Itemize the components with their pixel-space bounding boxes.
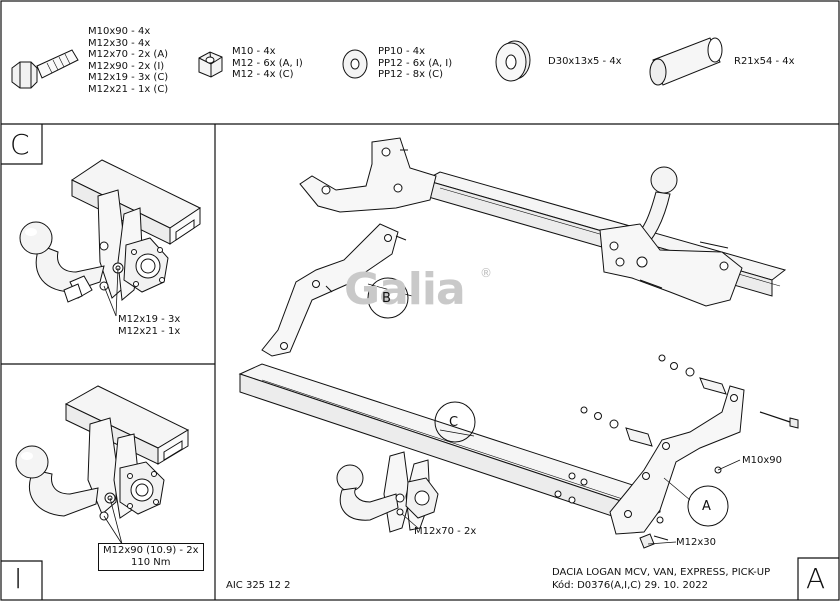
panel-c-label: M12x19 - 3x (118, 314, 181, 325)
washer-item: PP10 - 4x (378, 46, 426, 57)
bolt-icon (11, 49, 79, 89)
washer-item: PP12 - 6x (A, I) (378, 57, 453, 69)
bolt-list: M10x90 - 4x M12x30 - 4x M12x70 - 2x (A) … (88, 26, 168, 95)
washer-item: PP12 - 8x (C) (378, 69, 443, 80)
nut-item: M12 - 6x (A, I) (232, 57, 303, 69)
nut-item: M10 - 4x (232, 46, 276, 57)
nut-icon (198, 51, 223, 78)
callout-a-letter: A (702, 499, 711, 514)
callout-b-letter: B (382, 291, 391, 306)
washer-icon (342, 49, 368, 79)
registered-mark: ® (480, 266, 492, 280)
panel-i-drawing (15, 385, 190, 545)
callout-circle-a (687, 485, 729, 527)
panel-c-drawing (19, 159, 202, 317)
main-letter: A (806, 562, 826, 595)
label-m12x70: M12x70 - 2x (414, 526, 477, 537)
spacer-label: D30x13x5 - 4x (548, 56, 622, 67)
panel-c-letter: C (10, 128, 30, 161)
nut-list: M10 - 4x M12 - 6x (A, I) M12 - 4x (C) (232, 46, 303, 81)
callout-circle-b (367, 277, 409, 319)
bolt-item: M12x19 - 3x (C) (88, 72, 169, 83)
label-m12x30: M12x30 (676, 537, 716, 548)
tube-label: R21x54 - 4x (734, 56, 795, 67)
panel-i-letter: I (14, 562, 23, 595)
callout-circle-c (434, 401, 476, 443)
callout-c-letter: C (449, 415, 459, 430)
torque-value: 110 Nm (131, 557, 171, 568)
bolt-item: M12x90 - 2x (I) (88, 60, 165, 72)
label-m10x90: M10x90 (742, 455, 782, 466)
tube-icon (649, 37, 723, 86)
bolt-item: M12x70 - 2x (A) (88, 49, 169, 60)
bolt-item: M10x90 - 4x (88, 26, 151, 37)
panel-c-label: M12x21 - 1x (118, 325, 181, 337)
bolt-item: M12x21 - 1x (C) (88, 83, 169, 95)
torque-bolt: M12x90 (10.9) - 2x (103, 545, 199, 556)
vehicle-title: DACIA LOGAN MCV, VAN, EXPRESS, PICK-UP (552, 567, 771, 578)
spacer-icon (495, 40, 531, 82)
nut-item: M12 - 4x (C) (232, 69, 294, 80)
torque-box: M12x90 (10.9) - 2x 110 Nm (98, 543, 204, 571)
drawing-code: AIC 325 12 2 (226, 580, 291, 591)
galia-watermark: Galia (344, 264, 466, 315)
washer-list: PP10 - 4x PP12 - 6x (A, I) PP12 - 8x (C) (378, 46, 452, 81)
bolt-item: M12x30 - 4x (88, 37, 151, 49)
document-code-date: Kód: D0376(A,I,C) 29. 10. 2022 (552, 580, 708, 591)
panel-c-labels: M12x19 - 3x M12x21 - 1x (118, 314, 180, 337)
main-assembly-drawing (238, 137, 799, 549)
